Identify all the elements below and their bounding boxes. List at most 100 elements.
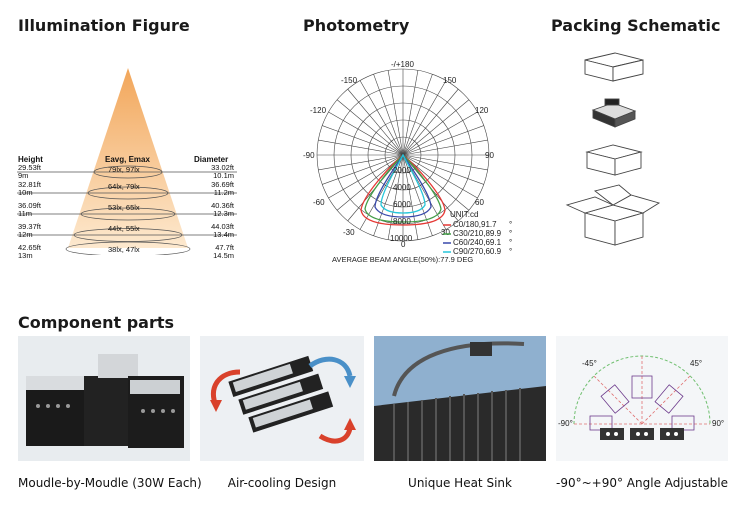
radial-label: 10000	[390, 234, 413, 243]
diameter-header: Diameter	[194, 155, 229, 164]
height-m: 9m	[18, 171, 29, 180]
legend-label: C0/180,91.7	[453, 220, 497, 229]
caption-heat-sink: Unique Heat Sink	[408, 476, 512, 490]
angle-label: -30	[343, 228, 355, 237]
diameter-ft: 36.69ft	[211, 180, 234, 189]
radial-label: 2000	[393, 166, 411, 175]
height-ft: 39.37ft	[18, 222, 41, 231]
heat-sink-photo	[374, 336, 546, 461]
angle-label: 45°	[690, 359, 702, 368]
packing-title: Packing Schematic	[551, 16, 721, 35]
open-box-icon	[585, 144, 643, 176]
height-ft: 42.65ft	[18, 243, 41, 252]
height-m: 10m	[18, 188, 33, 197]
height-m: 11m	[18, 209, 33, 218]
legend-label: C90/270,60.9	[453, 247, 502, 256]
radial-gridline	[402, 80, 447, 156]
illumination-title: Illumination Figure	[18, 16, 190, 35]
illum-ellipse	[93, 165, 163, 179]
radial-label: 6000	[393, 200, 411, 209]
illum-ellipse	[73, 228, 183, 242]
radial-gridline	[318, 154, 404, 171]
angle-label: 90	[485, 151, 494, 160]
curve-c90	[380, 153, 426, 214]
illum-ellipse	[80, 207, 176, 221]
radial-gridline	[402, 74, 433, 156]
angle-label: -60	[313, 198, 325, 207]
angle-label: -/+180	[391, 60, 414, 69]
radial-gridline	[402, 111, 478, 156]
angle-adjust-diagram: -90° 90° -45° 45°	[556, 336, 728, 461]
illum-ellipse	[65, 241, 191, 255]
radial-gridline	[318, 139, 404, 156]
height-ft: 29.53ft	[18, 163, 41, 172]
radial-label: 8000	[393, 217, 411, 226]
height-header: Height	[18, 155, 43, 164]
legend-degree: °	[509, 247, 512, 256]
height-ft: 32.81ft	[18, 180, 41, 189]
radial-gridline	[347, 88, 404, 156]
radial-gridline	[336, 154, 404, 211]
diameter-m: 11.2m	[213, 188, 234, 197]
radial-gridline	[387, 70, 404, 156]
radial-gridline	[402, 139, 488, 156]
curve-c0	[360, 154, 446, 226]
radial-gridline	[402, 154, 484, 185]
diameter-m: 14.5m	[213, 251, 234, 260]
radial-gridline	[328, 111, 404, 156]
radial-gridline	[359, 80, 404, 156]
radial-gridline	[336, 99, 404, 156]
components-title: Component parts	[18, 313, 175, 332]
radial-gridline	[387, 154, 404, 240]
height-m: 13m	[18, 251, 33, 260]
diameter-m: 10.1m	[213, 171, 234, 180]
legend-label: C30/210,89.9	[453, 229, 502, 238]
light-cone	[68, 68, 188, 248]
legend-degree: °	[509, 220, 512, 229]
radial-gridline	[328, 154, 404, 199]
angle-label: -45°	[582, 359, 597, 368]
radial-gridline	[402, 154, 478, 199]
luminaire-icon	[591, 98, 637, 128]
lux-value: 38lx, 47lx	[108, 245, 140, 254]
caption-module: Moudle-by-Moudle (30W Each)	[18, 476, 202, 490]
lux-value: 79lx, 97lx	[108, 165, 140, 174]
radial-gridline	[373, 74, 404, 156]
radial-label: 4000	[393, 183, 411, 192]
diameter-ft: 40.36ft	[211, 201, 234, 210]
packing-schematic	[565, 52, 661, 246]
polar-grid	[316, 68, 490, 242]
curve-c60	[374, 153, 432, 218]
angle-label: 30	[441, 228, 450, 237]
illumination-diagram	[17, 68, 237, 255]
radial-gridline	[322, 154, 404, 185]
diameter-m: 13.4m	[213, 230, 234, 239]
radial-gridline	[402, 88, 459, 156]
module-photo	[18, 336, 190, 461]
airflow-arrow-icon	[318, 427, 353, 444]
caption-air-cooling: Air-cooling Design	[227, 476, 337, 490]
open-carton-icon	[565, 184, 661, 246]
air-cooling-photo	[200, 336, 364, 461]
polar-curves	[360, 153, 446, 226]
angle-label: 60	[475, 198, 484, 207]
photometry-title: Photometry	[303, 16, 410, 35]
radial-gridline	[402, 154, 419, 240]
height-ft: 36.09ft	[18, 201, 41, 210]
legend-degree: °	[509, 238, 512, 247]
lux-value: 64lx, 79lx	[108, 182, 140, 191]
legend-label: C60/240,69.1	[453, 238, 502, 247]
radial-gridline	[402, 99, 470, 156]
eavg-header: Eavg, Emax	[105, 155, 150, 164]
lux-value: 44lx, 55lx	[108, 224, 140, 233]
